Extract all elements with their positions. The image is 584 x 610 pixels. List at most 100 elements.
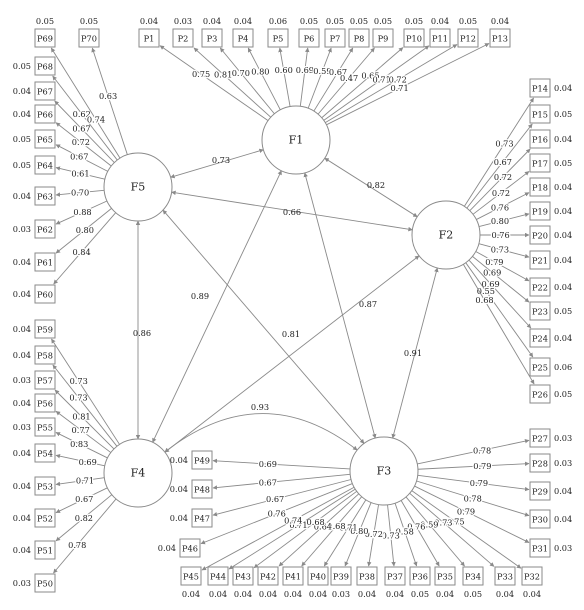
loading-label-P38: 0.72 — [365, 529, 383, 539]
loading-edge-P25 — [465, 262, 534, 358]
indicator-box-P8 — [348, 28, 370, 48]
indicator-box-P61 — [34, 252, 56, 272]
loading-edge-P3 — [219, 47, 275, 115]
indicator-box-P34 — [462, 566, 484, 586]
loading-label-P30: 0.78 — [464, 493, 482, 503]
indicator-box-P44 — [207, 566, 229, 586]
latent-circle-F5 — [103, 152, 173, 222]
indicator-box-P51 — [34, 540, 56, 560]
indicator-label-P53: P53 — [37, 482, 53, 492]
indicator-label-P6: P6 — [304, 34, 315, 44]
loading-edge-P49 — [212, 458, 351, 470]
loading-edge-P55 — [55, 432, 108, 459]
loading-edge-P27 — [417, 438, 530, 465]
error-label-P56: 0.04 — [13, 398, 31, 408]
loading-edge-P38 — [367, 504, 380, 567]
indicator-label-P24: P24 — [532, 334, 548, 344]
indicator-box-P55 — [34, 417, 56, 437]
loading-label-P58: 0.73 — [69, 393, 87, 403]
indicator-box-P42 — [257, 566, 279, 586]
indicator-box-P33 — [494, 566, 516, 586]
loading-edge-P26 — [462, 264, 535, 385]
error-label-P59: 0.04 — [13, 324, 31, 334]
indicator-box-P36 — [409, 566, 431, 586]
error-label-P29: 0.04 — [554, 486, 572, 496]
loading-label-P19: 0.80 — [491, 216, 509, 226]
indicator-box-P15 — [529, 104, 551, 124]
indicator-label-P20: P20 — [532, 231, 548, 241]
indicator-label-P34: P34 — [465, 572, 481, 582]
error-label-P22: 0.04 — [554, 282, 572, 292]
loading-label-P11: 0.71 — [373, 74, 391, 84]
error-label-P24: 0.04 — [554, 333, 572, 343]
loading-edge-P10 — [321, 47, 404, 119]
loading-edge-P1 — [159, 45, 269, 121]
error-label-P58: 0.04 — [13, 350, 31, 360]
indicator-label-P40: P40 — [310, 572, 326, 582]
loading-edge-P4 — [247, 47, 281, 111]
error-label-P18: 0.04 — [554, 182, 572, 192]
error-label-P51: 0.04 — [13, 545, 31, 555]
loading-edge-P47 — [212, 479, 352, 517]
indicator-label-P50: P50 — [37, 579, 53, 589]
loading-edge-P15 — [466, 123, 533, 209]
loading-edge-P67 — [54, 100, 115, 163]
loading-label-P7: 0.59 — [313, 66, 331, 76]
loading-label-P18: 0.76 — [491, 202, 509, 212]
error-label-P43: 0.04 — [234, 589, 252, 599]
error-label-P25: 0.06 — [554, 362, 572, 372]
correlation-path-F2-F4 — [164, 255, 420, 453]
loading-label-P13: 0.71 — [390, 83, 408, 93]
error-label-P30: 0.04 — [554, 514, 572, 524]
error-label-P53: 0.04 — [13, 481, 31, 491]
error-label-P66: 0.04 — [13, 109, 31, 119]
indicator-box-P59 — [34, 319, 56, 339]
loading-edge-P70 — [91, 47, 128, 155]
loading-edge-P66 — [55, 122, 112, 167]
latent-circle-F3 — [349, 436, 419, 506]
loading-edge-P22 — [475, 251, 530, 282]
indicator-label-P7: P7 — [330, 34, 341, 44]
indicator-label-P35: P35 — [437, 572, 453, 582]
indicator-label-P69: P69 — [37, 34, 53, 44]
indicator-label-P64: P64 — [37, 161, 53, 171]
indicator-label-P10: P10 — [406, 34, 422, 44]
error-label-P40: 0.04 — [309, 589, 327, 599]
loading-edge-P13 — [326, 43, 490, 126]
error-label-P60: 0.04 — [13, 289, 31, 299]
indicator-box-P20 — [529, 225, 551, 245]
loading-label-P47: 0.67 — [266, 494, 284, 504]
loading-label-P28: 0.79 — [473, 461, 491, 471]
indicator-label-P60: P60 — [37, 290, 53, 300]
loading-label-P37: 0.73 — [382, 530, 400, 540]
error-label-P1: 0.04 — [140, 16, 158, 26]
loading-label-P44: 0.71 — [289, 520, 307, 530]
loading-label-P23: 0.69 — [483, 267, 501, 277]
error-label-P35: 0.04 — [436, 589, 454, 599]
indicator-label-P36: P36 — [412, 572, 428, 582]
indicator-box-P30 — [529, 509, 551, 529]
indicator-label-P56: P56 — [37, 399, 53, 409]
error-label-P45: 0.04 — [182, 589, 200, 599]
error-label-P12: 0.05 — [459, 16, 477, 26]
loading-label-P57: 0.81 — [72, 412, 90, 422]
error-label-P21: 0.04 — [554, 255, 572, 265]
indicator-label-P16: P16 — [532, 135, 548, 145]
indicator-label-P44: P44 — [210, 572, 226, 582]
error-label-P7: 0.05 — [326, 16, 344, 26]
indicator-box-P32 — [521, 566, 543, 586]
loading-edge-P61 — [55, 207, 112, 254]
indicator-label-P9: P9 — [378, 34, 389, 44]
loading-label-P5: 0.60 — [275, 65, 293, 75]
latent-label-F4: F4 — [131, 467, 146, 480]
latent-label-F2: F2 — [439, 229, 454, 242]
correlation-label-F1-F5: 0.73 — [212, 155, 230, 165]
indicator-label-P43: P43 — [235, 572, 251, 582]
loading-edge-P29 — [417, 474, 530, 492]
indicator-box-P58 — [34, 345, 56, 365]
error-label-P70: 0.05 — [80, 16, 98, 26]
loading-edge-P12 — [325, 44, 458, 124]
loading-label-P2: 0.81 — [214, 69, 232, 79]
loading-edge-P65 — [55, 144, 108, 172]
indicator-label-P26: P26 — [532, 390, 548, 400]
